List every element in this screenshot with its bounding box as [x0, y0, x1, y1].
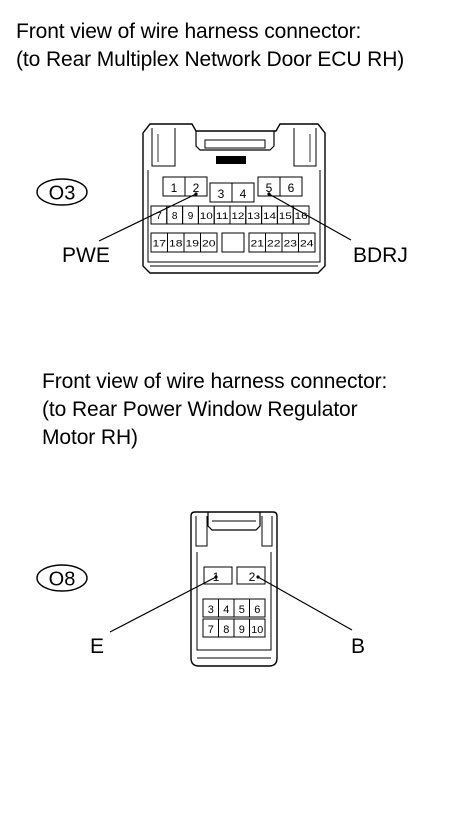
pin-cell	[184, 176, 208, 197]
pin-number: 23	[284, 239, 298, 249]
connector-o3-id: O3	[49, 183, 76, 205]
connector-o8	[190, 511, 278, 667]
pin-cell	[292, 205, 310, 225]
leader-line-b	[257, 576, 353, 631]
pin-number: 20	[202, 239, 216, 249]
pin-cell	[249, 618, 266, 638]
signal-label-bdrj: BDRJ	[353, 244, 408, 267]
caption-line: Motor RH)	[42, 426, 138, 449]
pin-number: 9	[188, 211, 194, 222]
caption-line: Front view of wire harness connector:	[16, 20, 362, 43]
connector-o8-caption: Front view of wire harness connector: (t…	[42, 368, 387, 452]
pin-number: 4	[223, 604, 229, 616]
signal-label-pwe: PWE	[62, 244, 110, 267]
pin-number: 12	[231, 211, 244, 221]
signal-label-b: B	[351, 635, 365, 658]
connector-o3-inner-outline	[147, 170, 321, 263]
connector-o8-right-latch	[261, 516, 273, 547]
signal-label-e: E	[90, 635, 104, 658]
pin-number: 8	[223, 624, 229, 636]
pin-number: 5	[266, 181, 273, 195]
connector-o3-leaders	[98, 192, 352, 242]
connector-o3-housing	[142, 123, 326, 274]
pin-number: 21	[251, 239, 265, 249]
pin-number: 4	[240, 187, 247, 201]
caption-line: (to Rear Power Window Regulator	[42, 398, 358, 421]
connector-o3-caption: Front view of wire harness connector: (t…	[16, 18, 404, 74]
connector-o8-id: O8	[49, 569, 76, 591]
connector-o3-lock	[195, 131, 275, 151]
caption-line: Front view of wire harness connector:	[42, 370, 388, 393]
connector-o8-left-latch	[195, 516, 208, 547]
pin-number: 16	[295, 211, 308, 221]
connector-o8-pins	[202, 566, 266, 638]
pin-number: 15	[279, 211, 292, 221]
pin-number: 5	[239, 604, 245, 616]
pin-number: 18	[169, 239, 183, 249]
pin-number: 17	[153, 239, 167, 249]
pin-number: 11	[216, 211, 229, 221]
pin-number: 10	[251, 625, 263, 636]
pin-number: 8	[172, 211, 178, 222]
pin-number: 22	[267, 239, 281, 249]
leader-line-pwe	[98, 193, 197, 242]
connector-o3-right-latch	[293, 128, 317, 167]
connector-o3-left-latch	[151, 128, 176, 167]
pin-cell	[231, 182, 255, 203]
pin-number: 10	[200, 211, 213, 221]
pin-number: 6	[288, 181, 295, 195]
pin-number: 3	[218, 187, 225, 201]
connector-o8-housing	[190, 511, 278, 667]
pin-number: 2	[249, 570, 256, 584]
leader-line-e	[109, 576, 217, 633]
connector-o8-id-badge: O8	[36, 564, 88, 592]
leader-line-bdrj	[268, 193, 352, 241]
pin-number: 9	[239, 624, 245, 636]
connector-o8-leaders	[109, 575, 353, 633]
connector-o3	[142, 123, 326, 274]
connector-o8-inner-outline	[196, 552, 272, 651]
connector-o3-pins	[150, 176, 316, 253]
pin-number: 7	[208, 624, 214, 636]
connector-o3-key	[221, 232, 245, 253]
connector-o8-lock	[207, 512, 261, 531]
pin-number: 7	[156, 211, 162, 222]
pin-cell	[236, 566, 266, 585]
pin-cell	[200, 232, 218, 253]
pin-number: 13	[247, 211, 260, 221]
pin-number: 3	[208, 604, 214, 616]
pin-cell	[279, 176, 303, 197]
pin-number: 19	[186, 239, 200, 249]
connector-o3-id-badge: O3	[36, 178, 88, 206]
connector-o3-pin-numbers: 1 2 3 4 5 6 7 8 9 10 11 12 13 14 15 16 1…	[153, 181, 314, 249]
pin-cell	[298, 232, 316, 253]
caption-line: (to Rear Multiplex Network Door ECU RH)	[16, 48, 405, 71]
pin-number: 6	[254, 604, 260, 616]
connector-o8-pin-numbers: 1 2 3 4 5 6 7 8 9 10	[208, 570, 264, 636]
pin-cell	[203, 566, 233, 585]
pin-number: 14	[263, 211, 276, 221]
pin-cell	[249, 598, 266, 618]
pin-number: 2	[193, 181, 200, 195]
pin-number: 1	[171, 181, 178, 195]
pin-number: 24	[300, 239, 314, 249]
